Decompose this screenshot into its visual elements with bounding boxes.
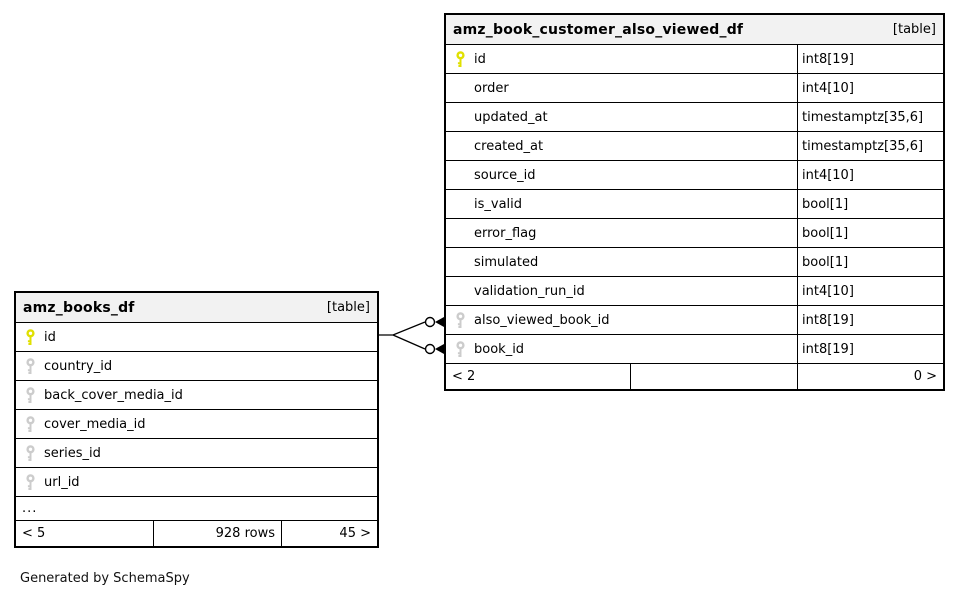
column-name: cover_media_id xyxy=(44,416,146,432)
table-row: validation_run_id int4[10] xyxy=(446,276,943,305)
column-type: int4[10] xyxy=(797,161,943,189)
table-row: id xyxy=(16,322,377,351)
column-type: bool[1] xyxy=(797,190,943,218)
column-type: timestamptz[35,6] xyxy=(797,103,943,131)
parents-count: < 5 xyxy=(16,521,154,546)
table-title: amz_book_customer_also_viewed_df xyxy=(453,21,744,38)
relationship-connector xyxy=(379,316,444,355)
table-tag: [table] xyxy=(892,22,936,37)
cardinality-circle xyxy=(424,316,436,328)
column-type: int8[19] xyxy=(797,335,943,363)
table-row: error_flag bool[1] xyxy=(446,218,943,247)
children-count: 0 > xyxy=(913,369,937,384)
table-degree-footer: < 5 928 rows 45 > xyxy=(16,520,377,546)
table-row: is_valid bool[1] xyxy=(446,189,943,218)
column-type: int8[19] xyxy=(797,306,943,334)
column-name: url_id xyxy=(44,474,80,490)
table-row: simulated bool[1] xyxy=(446,247,943,276)
table-row: cover_media_id xyxy=(16,409,377,438)
table-row: url_id xyxy=(16,467,377,496)
table-row: id int8[19] xyxy=(446,44,943,73)
foreign-key-icon xyxy=(22,357,44,375)
column-name: id xyxy=(44,329,56,345)
table-header[interactable]: amz_book_customer_also_viewed_df [table] xyxy=(446,15,943,44)
column-type: int8[19] xyxy=(797,45,943,73)
relationship-line xyxy=(379,321,426,350)
column-type: bool[1] xyxy=(797,219,943,247)
parents-count: < 2 xyxy=(446,364,631,389)
column-type: int4[10] xyxy=(797,277,943,305)
arrowhead xyxy=(435,317,444,327)
table-header[interactable]: amz_books_df [table] xyxy=(16,293,377,322)
column-name: back_cover_media_id xyxy=(44,387,183,403)
primary-key-icon xyxy=(452,50,474,68)
arrowhead xyxy=(435,344,444,354)
table-row: created_at timestamptz[35,6] xyxy=(446,131,943,160)
table-row: book_id int8[19] xyxy=(446,334,943,363)
table-amz-book-customer-also-viewed-df: amz_book_customer_also_viewed_df [table]… xyxy=(444,13,945,391)
column-name: error_flag xyxy=(474,225,537,241)
column-name: series_id xyxy=(44,445,101,461)
table-row: source_id int4[10] xyxy=(446,160,943,189)
foreign-key-icon xyxy=(452,311,474,329)
column-name: book_id xyxy=(474,341,525,357)
column-name: order xyxy=(474,80,509,96)
foreign-key-icon xyxy=(22,415,44,433)
primary-key-icon xyxy=(22,328,44,346)
column-name: country_id xyxy=(44,358,113,374)
column-name: created_at xyxy=(474,138,544,154)
table-tag: [table] xyxy=(326,300,370,315)
table-row: updated_at timestamptz[35,6] xyxy=(446,102,943,131)
rows-count xyxy=(631,364,798,389)
column-type: timestamptz[35,6] xyxy=(797,132,943,160)
column-name: also_viewed_book_id xyxy=(474,312,610,328)
table-row: back_cover_media_id xyxy=(16,380,377,409)
table-title: amz_books_df xyxy=(23,299,135,316)
cardinality-circle xyxy=(424,343,436,355)
column-name: validation_run_id xyxy=(474,283,585,299)
foreign-key-icon xyxy=(452,340,474,358)
column-name: is_valid xyxy=(474,196,523,212)
table-amz-books-df: amz_books_df [table] id country_id xyxy=(14,291,379,548)
column-name: source_id xyxy=(474,167,536,183)
table-row: order int4[10] xyxy=(446,73,943,102)
column-name: simulated xyxy=(474,254,539,270)
column-type: bool[1] xyxy=(797,248,943,276)
children-count: 45 > xyxy=(339,526,371,541)
table-row: series_id xyxy=(16,438,377,467)
table-degree-footer: < 2 0 > xyxy=(446,363,943,389)
column-name: id xyxy=(474,51,486,67)
column-type: int4[10] xyxy=(797,74,943,102)
foreign-key-icon xyxy=(22,473,44,491)
table-row: also_viewed_book_id int8[19] xyxy=(446,305,943,334)
foreign-key-icon xyxy=(22,386,44,404)
foreign-key-icon xyxy=(22,444,44,462)
table-row: country_id xyxy=(16,351,377,380)
rows-count: 928 rows xyxy=(154,521,282,546)
column-name: updated_at xyxy=(474,109,548,125)
generated-by-note: Generated by SchemaSpy xyxy=(20,571,190,586)
more-columns-ellipsis: ... xyxy=(16,496,377,520)
